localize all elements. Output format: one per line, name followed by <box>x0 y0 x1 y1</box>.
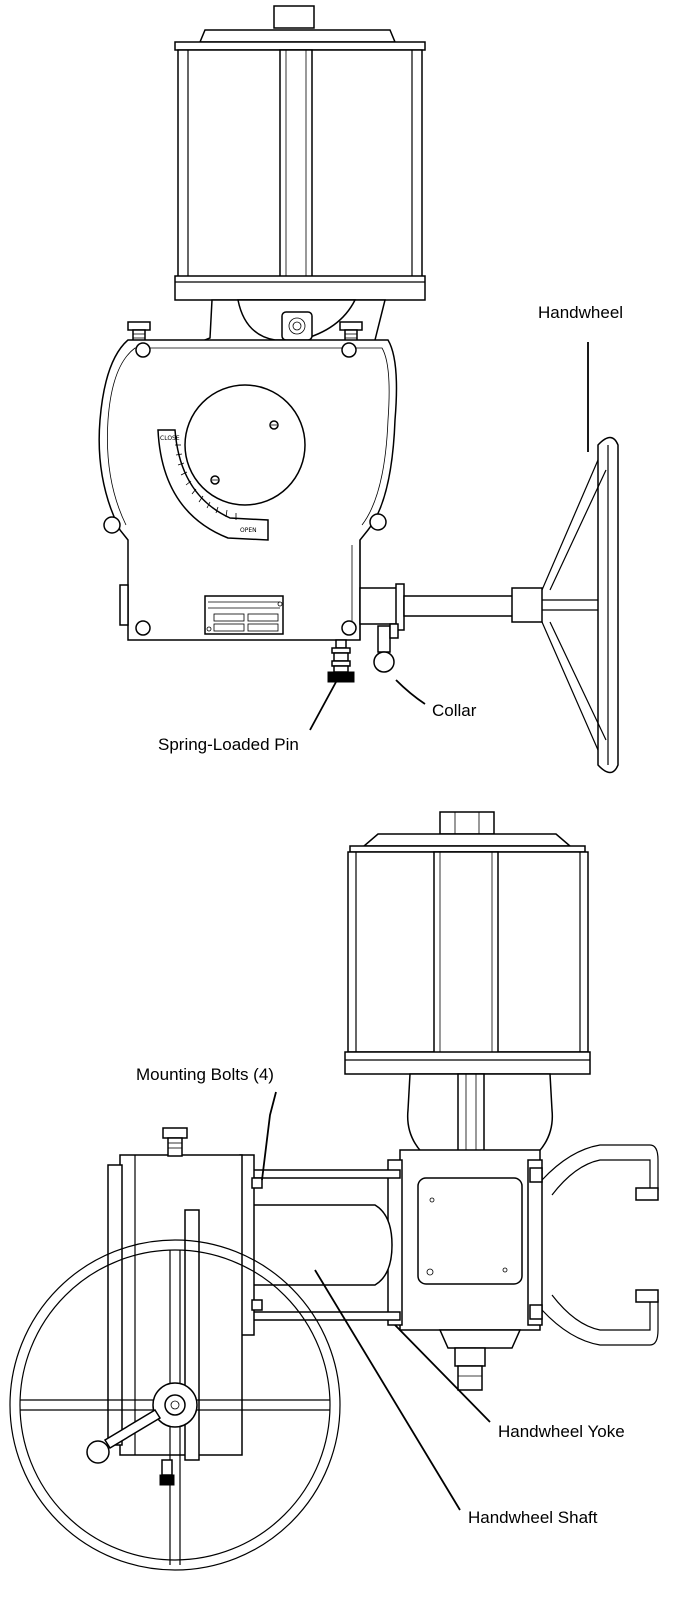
top-view-actuator: CLOSE OPEN <box>98 5 619 774</box>
label-handwheel: Handwheel <box>538 303 623 322</box>
label-spring-loaded-pin: Spring-Loaded Pin <box>158 735 299 754</box>
handwheel-yoke-bracket <box>529 1144 659 1346</box>
scale-label-close: CLOSE <box>160 435 180 442</box>
collar <box>373 623 399 673</box>
label-handwheel-yoke: Handwheel Yoke <box>498 1422 625 1441</box>
shaft-tube-bottom <box>247 1311 401 1321</box>
top-cap <box>198 29 397 43</box>
top-nut <box>439 811 495 835</box>
handwheel-top <box>541 436 619 774</box>
housing-bolt <box>135 620 151 636</box>
base-flange <box>344 1051 591 1075</box>
leader-handwheel-shaft <box>314 1269 461 1511</box>
side-view-actuator <box>9 811 659 1571</box>
lug-bolt <box>369 513 387 531</box>
shaft-housing <box>249 1204 393 1286</box>
leader-mounting-bolts <box>261 1091 277 1181</box>
shaft-housing <box>359 587 399 625</box>
base-flange <box>174 275 426 301</box>
center-rib <box>279 49 313 279</box>
label-mounting-bolts: Mounting Bolts (4) <box>136 1065 274 1084</box>
center-boss <box>281 311 313 341</box>
lug-bolt <box>103 516 121 534</box>
spring-loaded-pin <box>327 639 355 683</box>
indicator-scale <box>157 429 269 541</box>
housing-bolt <box>341 342 357 358</box>
label-collar: Collar <box>432 701 477 720</box>
handwheel-shaft-top <box>403 595 515 617</box>
scale-ticks <box>175 444 237 520</box>
handwheel-front <box>9 1239 341 1571</box>
position-dial <box>184 384 306 506</box>
leader-handwheel-yoke <box>394 1324 491 1423</box>
leader-spring-loaded-pin <box>309 681 337 731</box>
leader-collar <box>395 679 426 705</box>
housing-bolt <box>135 342 151 358</box>
label-handwheel-shaft: Handwheel Shaft <box>468 1508 598 1527</box>
shaft-tube-top <box>247 1169 401 1179</box>
housing-bolt <box>341 620 357 636</box>
scale-label-open: OPEN <box>240 527 257 534</box>
top-nut <box>273 5 315 29</box>
